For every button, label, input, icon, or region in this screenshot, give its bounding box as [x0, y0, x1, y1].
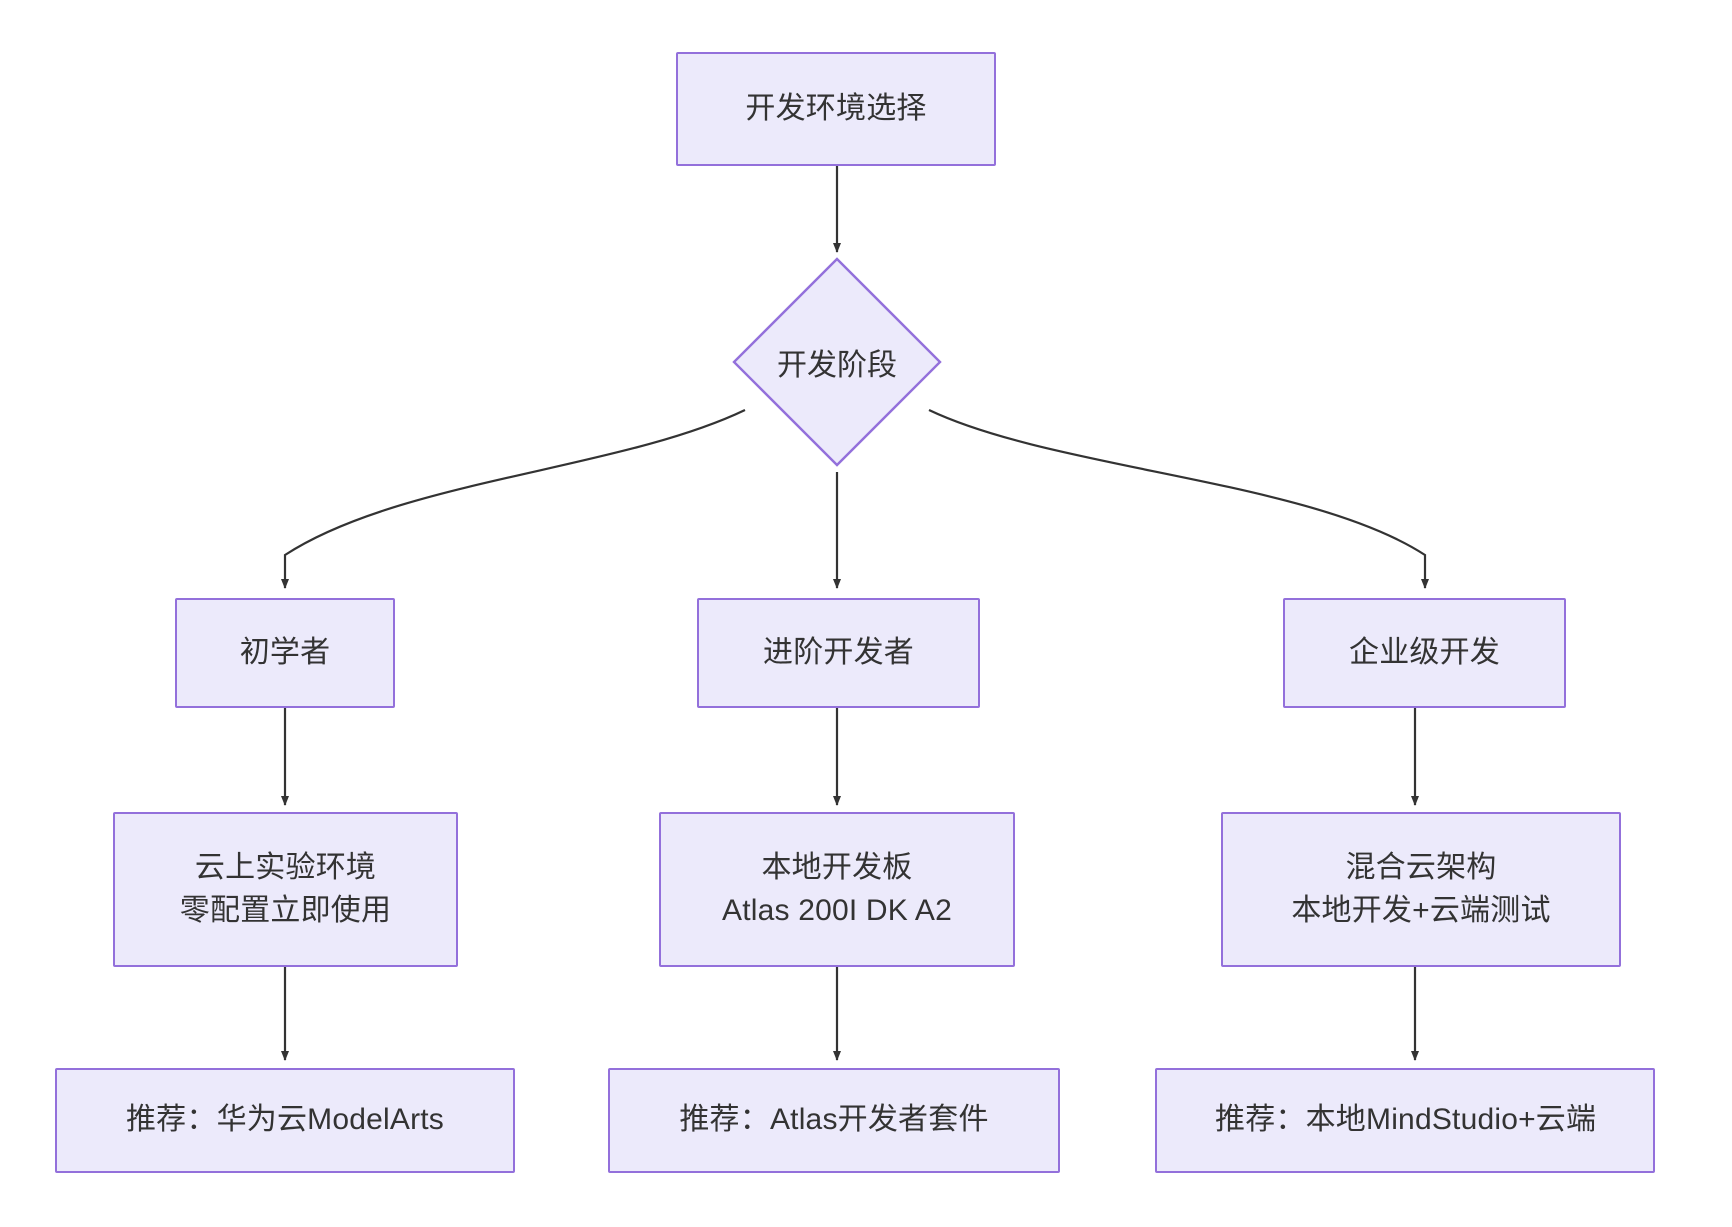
node-enterprise-label: 企业级开发	[1349, 635, 1500, 669]
node-local-board-label: 本地开发板 Atlas 200I DK A2	[721, 850, 952, 927]
node-rec-modelarts-label: 推荐：华为云ModelArts	[125, 1103, 445, 1137]
node-rec-atlas-kit[interactable]: 推荐：Atlas开发者套件	[608, 1068, 1060, 1173]
edge-decision-to-enterprise	[928, 409, 1429, 589]
node-decision[interactable]: 开发阶段	[731, 256, 943, 468]
diamond-shape-icon	[732, 257, 942, 467]
node-rec-mindstudio-label: 推荐：本地MindStudio+云端	[1215, 1103, 1597, 1137]
node-decision-label: 开发阶段	[777, 349, 897, 382]
node-cloud-lab[interactable]: 云上实验环境 零配置立即使用	[113, 812, 458, 967]
node-advanced[interactable]: 进阶开发者	[697, 598, 980, 708]
node-cloud-lab-label: 云上实验环境 零配置立即使用	[179, 850, 392, 927]
node-beginner[interactable]: 初学者	[175, 598, 395, 708]
node-advanced-label: 进阶开发者	[763, 635, 914, 669]
node-rec-atlas-kit-label: 推荐：Atlas开发者套件	[679, 1103, 989, 1137]
edge-decision-to-beginner	[281, 409, 746, 589]
node-rec-mindstudio[interactable]: 推荐：本地MindStudio+云端	[1155, 1068, 1655, 1173]
node-enterprise[interactable]: 企业级开发	[1283, 598, 1566, 708]
node-rec-modelarts[interactable]: 推荐：华为云ModelArts	[55, 1068, 515, 1173]
node-hybrid-cloud[interactable]: 混合云架构 本地开发+云端测试	[1221, 812, 1621, 967]
node-start[interactable]: 开发环境选择	[676, 52, 996, 166]
node-start-label: 开发环境选择	[745, 91, 927, 125]
node-hybrid-cloud-label: 混合云架构 本地开发+云端测试	[1291, 850, 1551, 927]
node-beginner-label: 初学者	[239, 635, 331, 669]
node-local-board[interactable]: 本地开发板 Atlas 200I DK A2	[659, 812, 1015, 967]
